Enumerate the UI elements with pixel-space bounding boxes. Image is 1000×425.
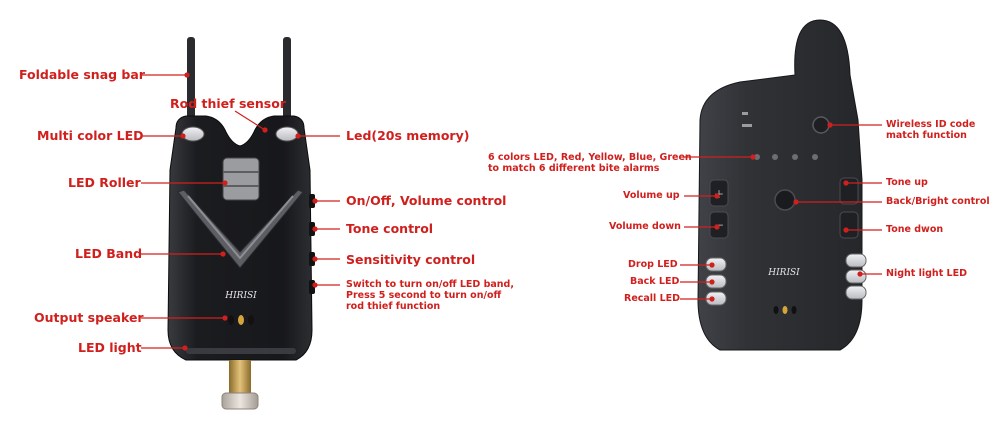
label-wireless-id-line-1: Wireless ID code xyxy=(886,119,976,130)
label-wireless-id-line-2: match function xyxy=(886,130,967,141)
label-switch-line-1: Switch to turn on/off LED band, xyxy=(346,279,514,290)
label-night-light-led: Night light LED xyxy=(886,268,967,279)
label-six-colors-line-1: 6 colors LED, Red, Yellow, Blue, Green xyxy=(488,152,692,163)
label-rod-thief-sensor: Rod thief sensor xyxy=(170,96,286,111)
multi-color-led xyxy=(181,126,205,142)
color-led-2 xyxy=(772,154,778,160)
label-volume-down: Volume down xyxy=(609,221,681,232)
volume-up-button[interactable] xyxy=(709,179,729,207)
receiver-body xyxy=(697,19,863,351)
label-multi-color-led: Multi color LED xyxy=(37,128,144,143)
svg-text:+: + xyxy=(714,187,724,201)
color-led-1 xyxy=(754,154,760,160)
thumb-screw[interactable] xyxy=(221,392,259,410)
memory-led xyxy=(275,126,299,142)
alarm-leader-lines xyxy=(141,72,340,351)
label-led-roller: LED Roller xyxy=(68,175,141,190)
label-foldable-snag-bar: Foldable snag bar xyxy=(19,67,145,82)
label-tone-up: Tone up xyxy=(886,177,928,188)
night-light-led-1 xyxy=(845,253,867,268)
label-sensitivity-control: Sensitivity control xyxy=(346,252,476,267)
color-led-4 xyxy=(812,154,818,160)
brand-logo-alarm: HIRISI xyxy=(224,291,257,301)
color-led-3 xyxy=(792,154,798,160)
label-drop-led: Drop LED xyxy=(628,259,678,270)
label-tone-control: Tone control xyxy=(346,221,434,236)
side-button-1[interactable] xyxy=(309,194,315,208)
label-led-memory: Led(20s memory) xyxy=(346,128,470,143)
tone-up-button[interactable] xyxy=(839,177,859,205)
bite-alarm-device: HIRISI xyxy=(167,37,315,410)
label-onoff-volume: On/Off, Volume control xyxy=(346,193,507,208)
back-bright-button[interactable] xyxy=(774,189,796,211)
volume-down-button[interactable] xyxy=(709,211,729,239)
label-switch-line-3: rod thief function xyxy=(346,301,441,312)
brand-logo-receiver: HIRISI xyxy=(767,268,800,278)
side-button-3[interactable] xyxy=(309,252,315,266)
label-volume-up: Volume up xyxy=(623,190,680,201)
side-button-2[interactable] xyxy=(309,222,315,236)
label-tone-down: Tone dwon xyxy=(886,224,944,235)
alarm-body xyxy=(167,115,313,361)
receiver-speaker xyxy=(773,306,779,314)
label-output-speaker: Output speaker xyxy=(34,310,144,325)
label-led-light: LED light xyxy=(78,340,142,355)
label-switch-line-2: Press 5 second to turn on/off xyxy=(346,290,502,301)
output-speaker xyxy=(228,315,234,325)
tone-down-button[interactable] xyxy=(839,211,859,239)
label-recall-led: Recall LED xyxy=(624,293,681,304)
label-back-bright: Back/Bright control xyxy=(886,196,990,207)
svg-text:−: − xyxy=(714,218,724,232)
label-six-colors-line-2: to match 6 different bite alarms xyxy=(488,163,660,174)
label-six-colors-led: 6 colors LED, Red, Yellow, Blue, Green t… xyxy=(488,152,692,174)
receiver-device: + − HIRISI xyxy=(697,19,867,351)
label-wireless-id: Wireless ID code match function xyxy=(886,119,975,141)
night-light-led-3 xyxy=(845,285,867,300)
label-back-led: Back LED xyxy=(630,276,680,287)
wireless-id-button[interactable] xyxy=(812,116,830,134)
brass-thread xyxy=(229,360,251,394)
led-light xyxy=(186,348,296,354)
snag-bar-right xyxy=(283,37,291,132)
label-led-band: LED Band xyxy=(75,246,143,261)
led-roller xyxy=(222,157,260,201)
snag-bar-left xyxy=(187,37,195,132)
night-light-led-2 xyxy=(845,269,867,284)
receiver-leader-lines xyxy=(680,122,882,302)
label-switch-led-band: Switch to turn on/off LED band, Press 5 … xyxy=(346,279,514,312)
